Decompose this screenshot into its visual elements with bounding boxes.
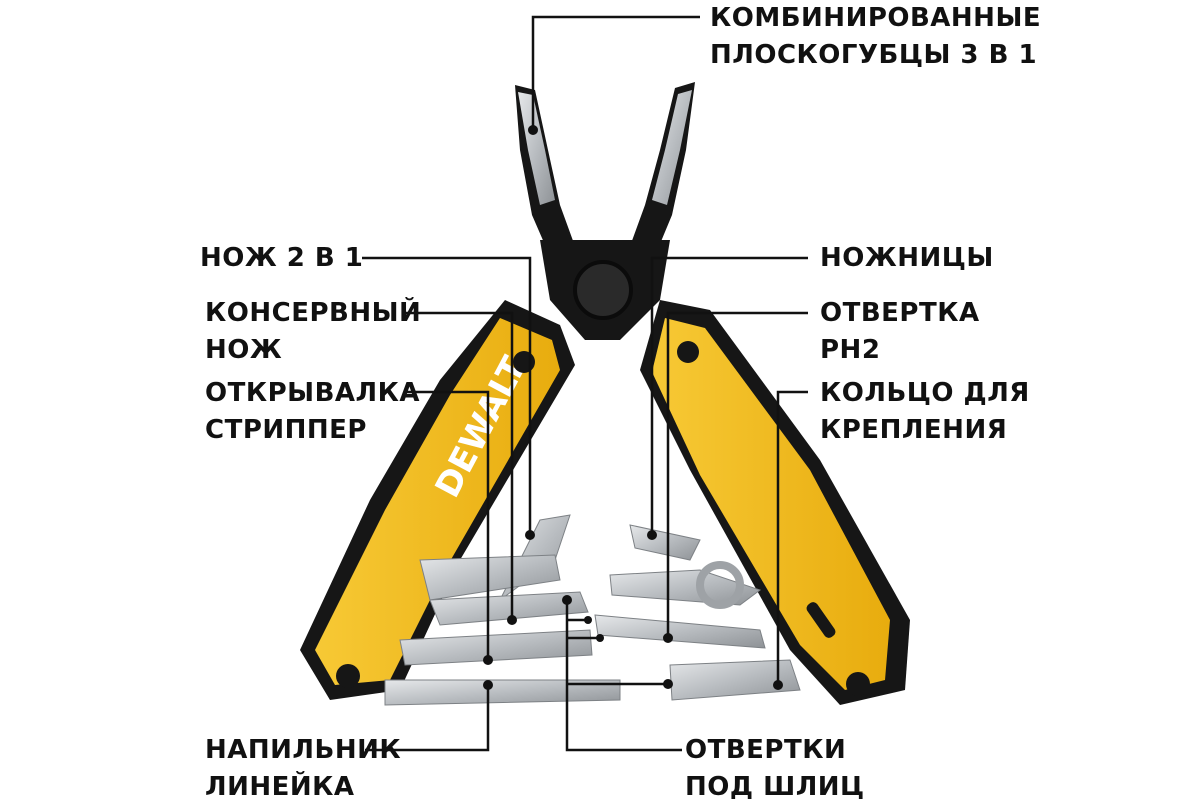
right-tools [594,524,801,701]
label-phillips-line1: ОТВЕРТКА [820,298,980,328]
leader-lines [362,15,808,752]
leader-bottle-opener [405,390,490,660]
label-phillips-line2: PH2 [820,335,881,365]
label-slotted-line1: ОТВЕРТКИ [685,735,847,765]
label-bottle-opener: ОТКРЫВАЛКА СТРИППЕР [205,375,420,449]
label-file-ruler: НАПИЛЬНИК ЛИНЕЙКА [205,732,401,806]
pliers-jaws [515,82,695,340]
label-ring: КОЛЬЦО ДЛЯ КРЕПЛЕНИЯ [820,375,1030,449]
leader-can-opener [405,311,514,620]
label-scissors-line1: НОЖНИЦЫ [820,243,994,273]
right-handle [640,300,910,705]
label-file-ruler-line2: ЛИНЕЙКА [205,772,355,802]
leader-ring [776,390,808,685]
label-file-ruler-line1: НАПИЛЬНИК [205,735,402,765]
label-slotted-line2: ПОД ШЛИЦ [685,772,865,802]
leader-pliers [531,15,700,130]
label-pliers-line2: ПЛОСКОГУБЦЫ 3 В 1 [710,40,1038,70]
label-pliers-line1: КОМБИНИРОВАННЫЕ [710,3,1042,33]
leader-dots [483,125,783,690]
label-bottle-opener-line2: СТРИППЕР [205,415,367,445]
label-phillips: ОТВЕРТКА PH2 [820,295,980,369]
label-knife-line1: НОЖ 2 В 1 [200,243,364,273]
leader-knife [362,256,532,535]
label-knife: НОЖ 2 В 1 [200,240,363,277]
leader-slotted [565,600,682,752]
label-scissors: НОЖНИЦЫ [820,240,994,277]
leader-file-ruler [365,685,490,752]
leader-scissors [650,256,808,535]
label-ring-line2: КРЕПЛЕНИЯ [820,415,1008,445]
label-pliers: КОМБИНИРОВАННЫЕ ПЛОСКОГУБЦЫ 3 В 1 [710,0,1041,74]
left-tools [384,514,621,706]
label-ring-line1: КОЛЬЦО ДЛЯ [820,378,1030,408]
leader-phillips [666,311,808,638]
label-can-opener-line2: НОЖ [205,335,283,365]
label-bottle-opener-line1: ОТКРЫВАЛКА [205,378,420,408]
label-can-opener: КОНСЕРВНЫЙ НОЖ [205,295,421,369]
label-can-opener-line1: КОНСЕРВНЫЙ [205,298,422,328]
label-slotted: ОТВЕРТКИ ПОД ШЛИЦ [685,732,865,806]
